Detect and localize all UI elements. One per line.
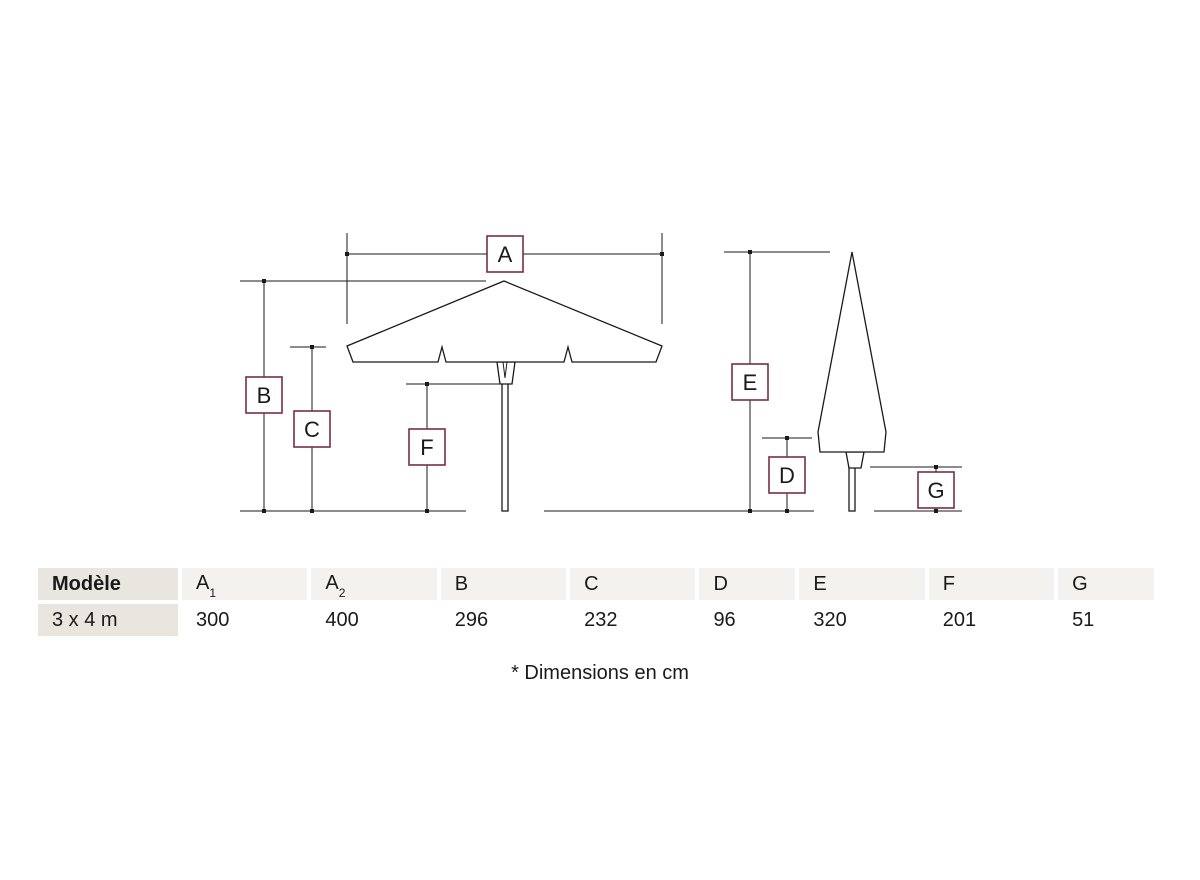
label-box-a: A [486,235,524,273]
header-col-d: D [699,568,796,600]
label-box-e: E [731,363,769,401]
header-col-a2: A2 [311,568,437,600]
label-box-f: F [408,428,446,466]
closed-umbrella-drawing [817,251,887,512]
cell-b: 296 [440,604,567,636]
header-col-a1: A1 [182,568,308,600]
umbrella-dimension-diagram: A B C F E D G [240,233,962,513]
cell-f: 201 [928,604,1055,636]
label-f: F [420,435,433,460]
label-c: C [304,417,320,442]
header-col-e: E [799,568,925,600]
header-col-g: G [1058,568,1154,600]
table-header-row: Modèle A1 A2 B C D E F G [38,568,1154,600]
cell-c: 232 [570,604,696,636]
header-col-f: F [928,568,1055,600]
label-box-b: B [245,376,283,414]
cell-g: 51 [1058,604,1154,636]
cell-e: 320 [799,604,925,636]
label-box-g: G [917,471,955,509]
label-box-c: C [293,410,331,448]
label-e: E [743,370,758,395]
label-g: G [927,478,944,503]
cell-a1: 300 [182,604,308,636]
header-col-b: B [440,568,567,600]
header-col-c: C [570,568,696,600]
cell-a2: 400 [311,604,437,636]
table-row: 3 x 4 m 300 400 296 232 96 320 201 51 [38,604,1154,636]
header-model: Modèle [38,568,178,600]
label-d: D [779,463,795,488]
row-model: 3 x 4 m [38,604,178,636]
label-b: B [257,383,272,408]
dimensions-table: Modèle A1 A2 B C D E F G 3 x 4 m 300 400… [34,564,1158,640]
label-a: A [498,242,513,267]
open-umbrella-drawing [346,280,663,512]
dimensions-footnote: * Dimensions en cm [511,662,689,684]
cell-d: 96 [699,604,796,636]
label-box-d: D [768,456,806,494]
